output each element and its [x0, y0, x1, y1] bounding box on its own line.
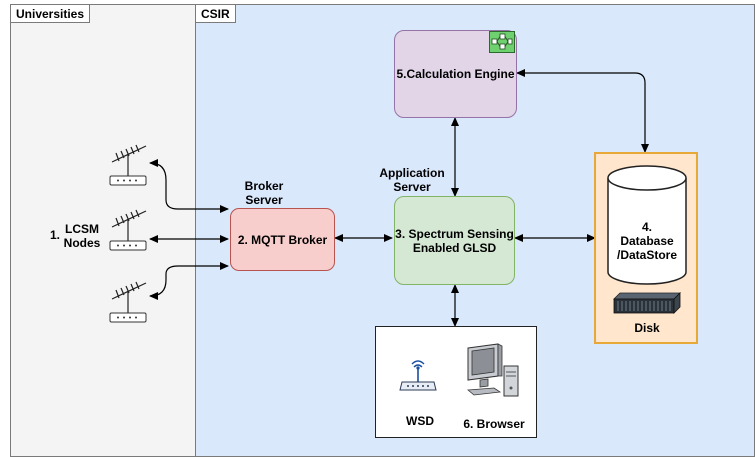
mqtt-broker-box: 2. MQTT Broker — [230, 208, 335, 271]
wsd-label: WSD — [406, 414, 434, 428]
disk-rack-icon — [613, 292, 681, 314]
universities-pane-label: Universities — [11, 5, 91, 23]
broker-server-caption: Broker Server — [236, 179, 292, 207]
lcsm-nodes-title-line2: Nodes — [63, 236, 101, 250]
broker-caption-line2: Server — [245, 193, 283, 207]
database-cylinder-icon — [607, 165, 687, 285]
broker-caption-line1: Broker — [244, 179, 284, 193]
antenna-router-icon — [109, 144, 147, 186]
database-label-line2: Database — [620, 234, 674, 248]
flow-chart-icon — [489, 31, 515, 53]
database-label-line3: /DataStore — [616, 248, 678, 262]
database-label-line1: 4. — [641, 220, 652, 234]
browser-label: 6. Browser — [463, 417, 525, 431]
lcsm-nodes-title-line1: LCSM — [65, 222, 99, 236]
desktop-computer-icon — [466, 343, 519, 397]
spectrum-sensing-glsd-box: 3. Spectrum Sensing Enabled GLSD — [394, 196, 515, 285]
glsd-label-line2: Enabled GLSD — [412, 240, 497, 255]
arrow-node3-broker — [149, 262, 229, 300]
arrow-node1-broker — [149, 159, 229, 213]
disk-label: Disk — [634, 321, 660, 335]
lcsm-nodes-title: LCSM Nodes — [62, 222, 102, 250]
antenna-router-icon — [109, 209, 147, 251]
glsd-label-line1: 3. Spectrum Sensing — [395, 226, 514, 241]
lcsm-nodes-number: 1. — [50, 228, 61, 242]
universities-pane: Universities — [10, 4, 196, 457]
app-caption-line1: Application — [379, 166, 445, 180]
app-caption-line2: Server — [393, 180, 431, 194]
database-label: 4. Database /DataStore — [606, 220, 688, 262]
application-server-caption: Application Server — [372, 166, 452, 194]
wifi-router-icon — [399, 360, 437, 391]
csir-pane-label: CSIR — [196, 5, 236, 23]
arrow-engine-database — [516, 69, 649, 153]
antenna-router-icon — [109, 281, 147, 323]
mqtt-broker-label: 2. MQTT Broker — [237, 232, 328, 247]
calculation-engine-label: 5.Calculation Engine — [396, 67, 515, 81]
